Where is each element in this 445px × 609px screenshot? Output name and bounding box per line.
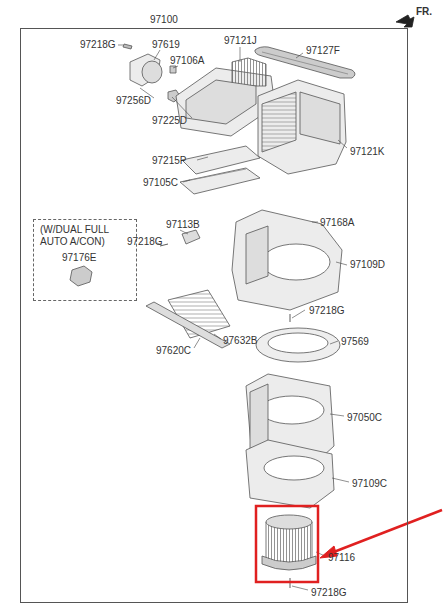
callout-number: 97218G [309, 305, 345, 317]
sensor [70, 266, 92, 286]
node-heading: (W/DUAL FULL AUTO A/CON) [40, 224, 132, 248]
callout-number: 97256D [116, 95, 151, 107]
housing [258, 80, 346, 174]
front-arrow [396, 15, 414, 27]
leader-lines [118, 45, 349, 590]
callout-number: 97218G [80, 39, 116, 51]
part-number: 97176E [62, 252, 136, 264]
door-b [180, 168, 260, 194]
highlight-box [256, 506, 318, 582]
callout-number: 97218G [127, 236, 163, 248]
callout-number: 97225D [152, 115, 187, 127]
callout-number: 97105C [143, 177, 178, 189]
callout-number: 97109C [352, 478, 387, 490]
callout-number: 97106A [170, 55, 204, 67]
callout-number: 97632B [223, 335, 257, 347]
option-box: (W/DUAL FULL AUTO A/CON) 97176E [33, 219, 137, 301]
filter-cover [146, 302, 230, 348]
callout-number: 97168A [320, 217, 354, 229]
callout-number: 97620C [156, 345, 191, 357]
node-heading: 97100 [150, 14, 178, 26]
direction-label: FR. [416, 6, 432, 18]
callout-number: 97116 [328, 552, 355, 564]
highlight-arrow [326, 510, 442, 555]
lower-case-2 [246, 440, 334, 508]
callout-number: 97121J [224, 35, 257, 47]
callout-number: 97569 [341, 336, 369, 348]
screw [123, 44, 132, 49]
callout-number: 97113B [166, 219, 200, 231]
callout-number: 97215P [152, 155, 186, 167]
callout-number: 97109D [350, 259, 385, 271]
callout-number: 97121K [350, 146, 384, 158]
callout-number: 97619 [152, 39, 180, 51]
ring-seal [256, 328, 340, 362]
callout-number: 97050C [347, 412, 382, 424]
seal [255, 47, 355, 78]
callout-number: 97127F [306, 45, 340, 57]
callout-number: 97218G [311, 587, 347, 599]
assembly-frame: 97100(W/DUAL FULL AUTO A/CON)97176E [20, 28, 408, 603]
